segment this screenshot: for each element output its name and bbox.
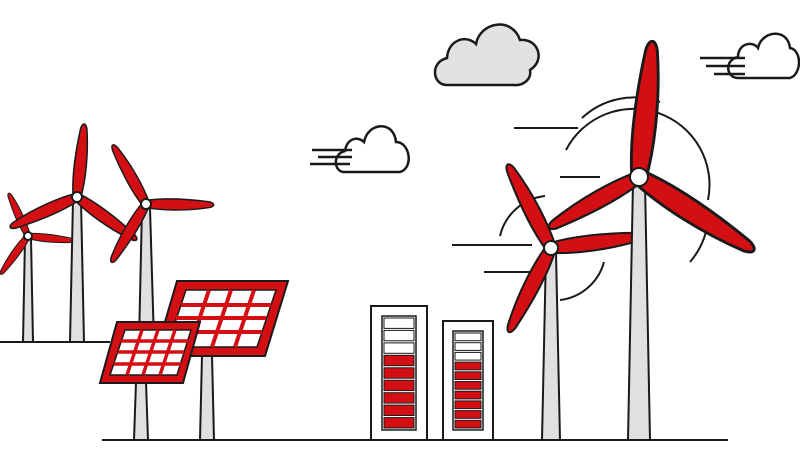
wind-turbine-far-left: [0, 191, 76, 343]
battery-left: [370, 305, 428, 441]
battery-cell: [454, 381, 482, 390]
battery-cell: [454, 419, 482, 429]
battery-right-cells: [454, 332, 482, 429]
battery-cell: [383, 329, 415, 342]
battery-cell: [454, 361, 482, 371]
battery-cell: [383, 392, 415, 404]
battery-cell: [454, 351, 482, 361]
battery-cell: [454, 371, 482, 380]
battery-cell: [454, 332, 482, 342]
wind-turbine-right-large: [543, 38, 762, 441]
cloud-middle: [310, 125, 410, 174]
battery-cell: [383, 317, 415, 329]
cloud-top-right: [700, 32, 800, 80]
battery-cell: [383, 342, 415, 354]
battery-cell: [383, 379, 415, 392]
battery-right: [442, 320, 494, 441]
battery-cell: [383, 354, 415, 367]
battery-cell: [454, 400, 482, 410]
battery-cell: [383, 367, 415, 379]
battery-cell: [454, 390, 482, 400]
wind-turbine-left: [7, 122, 141, 343]
battery-cell: [383, 404, 415, 417]
battery-cell: [454, 410, 482, 419]
battery-left-cells: [383, 317, 415, 429]
battery-cell: [383, 417, 415, 429]
solar-panel-small: [98, 321, 202, 441]
battery-cell: [454, 342, 482, 351]
wind-turbine-right-small: [499, 160, 647, 441]
cloud-top-center: [433, 23, 540, 87]
